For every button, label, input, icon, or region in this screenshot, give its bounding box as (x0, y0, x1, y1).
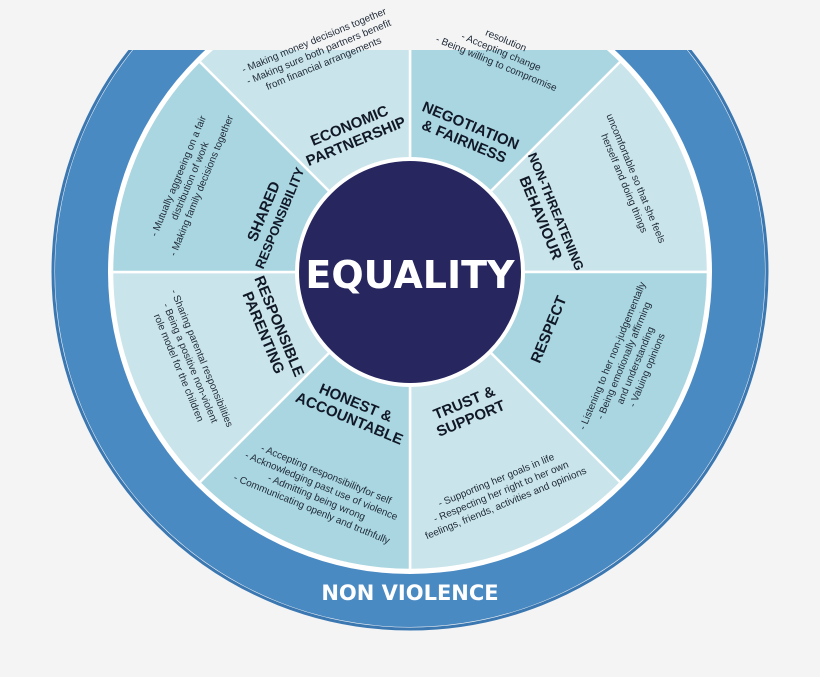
segments-group (108, 50, 712, 574)
ring-edge (51, 50, 769, 631)
outer-label: NON VIOLENCE (321, 581, 498, 605)
equality-hub (295, 157, 525, 387)
center-label: EQUALITY (305, 253, 515, 297)
